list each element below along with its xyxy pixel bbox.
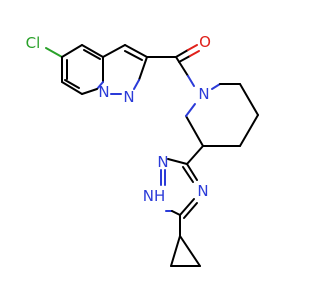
bond-c2p-c1p bbox=[185, 115, 204, 147]
bond-n-c7b bbox=[81, 88, 98, 95]
bond-cp-1 bbox=[170, 235, 181, 267]
bond-piperidine-triazole bbox=[186, 145, 204, 165]
bond-c7-c6 bbox=[61, 81, 83, 95]
bond-c5p-c4p bbox=[239, 83, 259, 116]
bond-c3-c2-double bbox=[124, 50, 143, 61]
bond-c3a-c3 bbox=[102, 44, 126, 58]
bond-c5-c4 bbox=[61, 44, 83, 58]
chlorine-label: Cl bbox=[26, 34, 41, 52]
bond-c3t-n4 bbox=[186, 163, 198, 181]
bond-c3t-n4-double bbox=[182, 166, 194, 183]
bond-n-c6p bbox=[211, 83, 221, 90]
nitrogen-triazole-top-label: N bbox=[157, 153, 168, 171]
nitrogen-pyrazole-label: N bbox=[123, 88, 134, 106]
bond-n-c7 bbox=[96, 81, 104, 90]
molecule-svg: Cl O N N N N NH N bbox=[26, 33, 259, 267]
bond-c5t-n4 bbox=[179, 198, 195, 216]
bond-carbonyl-n bbox=[175, 56, 189, 77]
bond-c3t-n bbox=[167, 158, 188, 165]
bond-carbonyl-n-end bbox=[187, 75, 195, 87]
nh-triazole-label: NH bbox=[143, 187, 166, 205]
nitrogen-triazole-right-label: N bbox=[197, 182, 208, 200]
bond-c-o-end bbox=[187, 44, 198, 51]
bond-nh-c5t-end bbox=[171, 210, 181, 216]
structure-diagram: Cl O N N N N NH N bbox=[26, 33, 259, 267]
bond-c1p-n bbox=[185, 103, 196, 117]
oxygen-label: O bbox=[199, 33, 211, 51]
bond-c4-c3a-double bbox=[83, 49, 101, 60]
nitrogen-piperidine-label: N bbox=[198, 85, 209, 103]
bond-c4p-c3p bbox=[239, 114, 259, 147]
bond-c2-n-end bbox=[133, 79, 140, 90]
bond-c-o bbox=[175, 49, 189, 58]
bond-c2-n bbox=[138, 56, 148, 81]
bond-c-o-double bbox=[178, 55, 191, 63]
bond-c-o-double-end bbox=[189, 50, 200, 57]
nitrogen-bridgehead-label: N bbox=[98, 83, 109, 101]
bond-c4-c3a bbox=[81, 44, 104, 58]
bond-c7-c6-double bbox=[64, 79, 80, 89]
bond-c5t-n4-double bbox=[183, 202, 198, 219]
bond-cp-3 bbox=[179, 235, 201, 267]
c-cl-bond bbox=[45, 47, 63, 58]
bond-c3-c2 bbox=[124, 44, 148, 58]
